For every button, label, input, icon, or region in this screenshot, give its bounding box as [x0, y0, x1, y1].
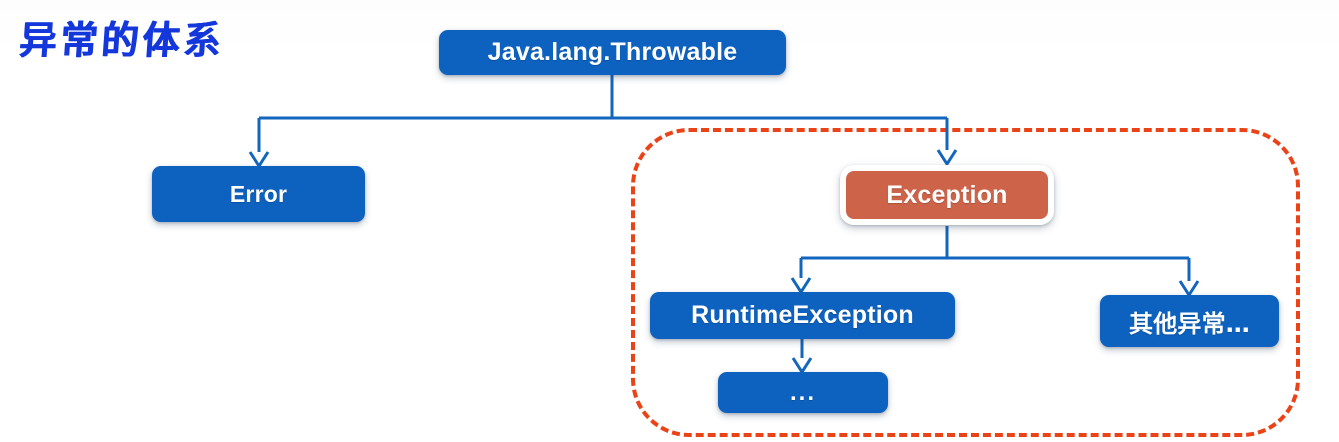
page-title: 异常的体系	[18, 18, 227, 64]
node-other-exceptions[interactable]: 其他异常…	[1100, 295, 1279, 347]
node-error[interactable]: Error	[152, 166, 365, 222]
arrowhead-error	[248, 151, 270, 169]
node-ellipsis[interactable]: ...	[718, 372, 888, 413]
node-exception[interactable]: Exception	[840, 165, 1054, 225]
exception-group-outline	[631, 128, 1300, 437]
node-throwable[interactable]: Java.lang.Throwable	[439, 30, 786, 75]
node-runtime-exception[interactable]: RuntimeException	[650, 292, 955, 339]
